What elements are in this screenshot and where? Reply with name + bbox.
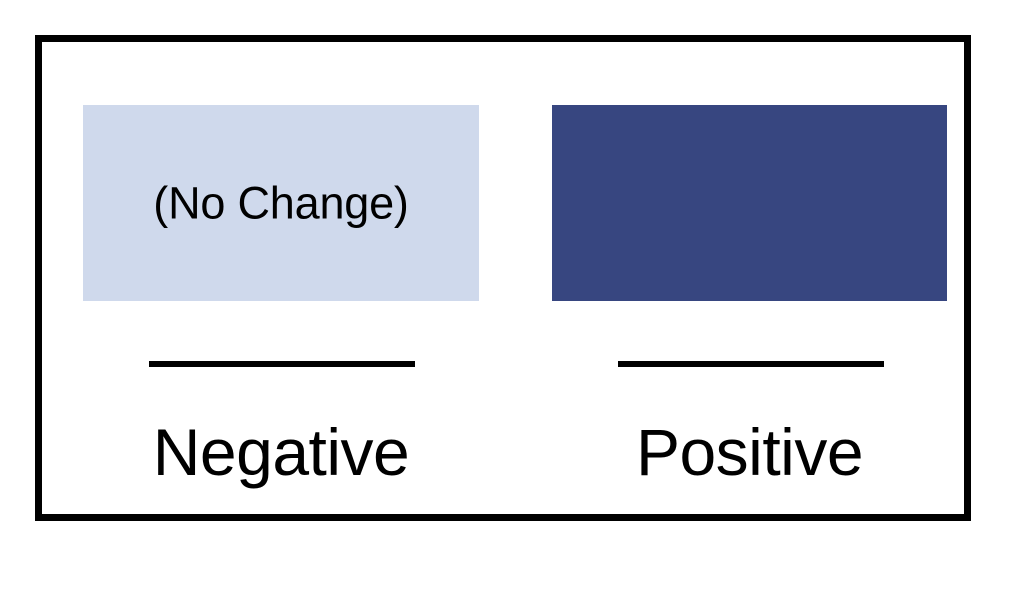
- legend-tick-positive: [618, 361, 884, 367]
- legend-tick-negative: [149, 361, 415, 367]
- legend-axis-label-negative: Negative: [83, 412, 479, 492]
- legend-swatch-caption-negative: (No Change): [153, 177, 409, 229]
- legend-swatch-positive: [552, 105, 947, 301]
- legend-frame: (No Change) Negative Positive: [35, 35, 971, 521]
- legend-axis-label-positive: Positive: [552, 412, 947, 492]
- legend-swatch-negative: (No Change): [83, 105, 479, 301]
- legend-axis-label-negative-text: Negative: [152, 415, 410, 489]
- legend-axis-label-positive-text: Positive: [635, 415, 864, 489]
